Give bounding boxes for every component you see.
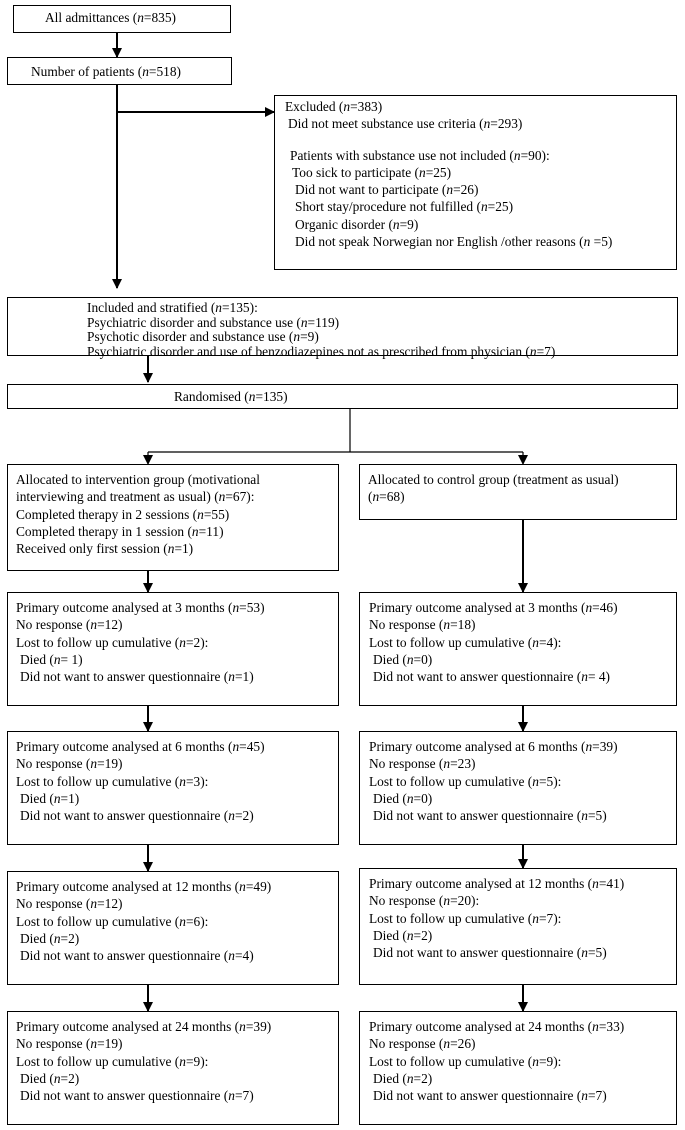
excluded-reason: Organic disorder (n=9) [295, 216, 419, 232]
followup-primary: Primary outcome analysed at 24 months (n… [16, 1019, 272, 1034]
number-of-patients-box: Number of patients (n=518) [7, 57, 232, 85]
intervention-group-box: Allocated to intervention group (motivat… [7, 464, 339, 571]
control-followup-12m: Primary outcome analysed at 12 months (n… [359, 868, 677, 985]
intervention-followup-12m: Primary outcome analysed at 12 months (n… [7, 871, 339, 985]
followup-no-response: No response (n=26) [369, 1036, 476, 1052]
followup-lost: Lost to follow up cumulative (n=7): [369, 910, 562, 926]
followup-lost: Lost to follow up cumulative (n=9): [369, 1053, 562, 1069]
intervention-line1: Allocated to intervention group (motivat… [16, 472, 260, 487]
followup-no-response: No response (n=12) [16, 617, 123, 633]
followup-died: Died (n=0) [373, 790, 433, 806]
followup-no-answer: Did not want to answer questionnaire (n=… [20, 669, 254, 685]
intervention-followup-3m: Primary outcome analysed at 3 months (n=… [7, 592, 339, 706]
control-line1: Allocated to control group (treatment as… [368, 472, 619, 487]
followup-lost: Lost to follow up cumulative (n=4): [369, 634, 562, 650]
control-line2: (n=68) [368, 489, 405, 505]
followup-died: Died (n=2) [20, 930, 80, 946]
control-group-box: Allocated to control group (treatment as… [359, 464, 677, 520]
control-followup-3m: Primary outcome analysed at 3 months (n=… [359, 592, 677, 706]
followup-primary: Primary outcome analysed at 24 months (n… [369, 1019, 625, 1034]
number-of-patients-label: Number of patients (n=518) [31, 64, 181, 79]
followup-died: Died (n=2) [20, 1070, 80, 1086]
followup-no-answer: Did not want to answer questionnaire (n=… [373, 669, 611, 685]
excluded-reason: Did not want to participate (n=26) [295, 182, 479, 198]
followup-no-answer: Did not want to answer questionnaire (n=… [373, 1088, 607, 1104]
randomised-label: Randomised (n=135) [174, 389, 288, 404]
followup-primary: Primary outcome analysed at 12 months (n… [16, 879, 272, 894]
excluded-reason: Did not speak Norwegian nor English /oth… [295, 234, 613, 250]
followup-primary: Primary outcome analysed at 3 months (n=… [369, 600, 618, 615]
followup-primary: Primary outcome analysed at 12 months (n… [369, 876, 625, 891]
excluded-reason: Short stay/procedure not fulfilled (n=25… [295, 199, 514, 215]
excluded-title: Excluded (n=383) [285, 99, 383, 114]
all-admittances-label: All admittances (n=835) [45, 10, 177, 25]
followup-died: Died (n=2) [373, 927, 433, 943]
followup-primary: Primary outcome analysed at 6 months (n=… [369, 739, 618, 754]
included-stratum: Psychiatric disorder and use of benzodia… [87, 343, 556, 359]
control-followup-6m: Primary outcome analysed at 6 months (n=… [359, 731, 677, 845]
randomised-box: Randomised (n=135) [7, 384, 678, 409]
followup-died: Died (n=1) [20, 790, 80, 806]
excluded-reason: Too sick to participate (n=25) [292, 164, 452, 180]
followup-died: Died (n= 1) [20, 651, 83, 667]
followup-no-response: No response (n=18) [369, 617, 476, 633]
followup-no-response: No response (n=19) [16, 756, 123, 772]
followup-no-answer: Did not want to answer questionnaire (n=… [20, 948, 254, 964]
all-admittances-box: All admittances (n=835) [13, 5, 231, 33]
included-box: Included and stratified (n=135): Psychia… [7, 297, 678, 358]
followup-no-answer: Did not want to answer questionnaire (n=… [20, 808, 254, 824]
excluded-not-included: Patients with substance use not included… [290, 147, 550, 163]
followup-died: Died (n=0) [373, 651, 433, 667]
followup-primary: Primary outcome analysed at 3 months (n=… [16, 600, 265, 615]
followup-lost: Lost to follow up cumulative (n=5): [369, 773, 562, 789]
intervention-item: Completed therapy in 2 sessions (n=55) [16, 506, 230, 522]
included-stratum: Psychotic disorder and substance use (n=… [87, 329, 319, 344]
followup-no-answer: Did not want to answer questionnaire (n=… [20, 1088, 254, 1104]
excluded-box: Excluded (n=383) Did not meet substance … [274, 95, 677, 270]
excluded-criteria: Did not meet substance use criteria (n=2… [288, 116, 523, 132]
followup-primary: Primary outcome analysed at 6 months (n=… [16, 739, 265, 754]
control-followup-24m: Primary outcome analysed at 24 months (n… [359, 1011, 677, 1125]
followup-lost: Lost to follow up cumulative (n=9): [16, 1053, 209, 1069]
followup-no-response: No response (n=20): [369, 893, 480, 909]
followup-died: Died (n=2) [373, 1070, 433, 1086]
intervention-item: Completed therapy in 1 session (n=11) [16, 523, 224, 539]
included-stratum: Psychiatric disorder and substance use (… [87, 314, 340, 330]
followup-lost: Lost to follow up cumulative (n=6): [16, 913, 209, 929]
intervention-item: Received only first session (n=1) [16, 541, 194, 557]
followup-no-response: No response (n=12) [16, 896, 123, 912]
intervention-line2: interviewing and treatment as usual) (n=… [16, 489, 255, 505]
intervention-followup-24m: Primary outcome analysed at 24 months (n… [7, 1011, 339, 1125]
followup-no-answer: Did not want to answer questionnaire (n=… [373, 808, 607, 824]
followup-no-response: No response (n=19) [16, 1036, 123, 1052]
followup-no-answer: Did not want to answer questionnaire (n=… [373, 945, 607, 961]
intervention-followup-6m: Primary outcome analysed at 6 months (n=… [7, 731, 339, 845]
followup-lost: Lost to follow up cumulative (n=2): [16, 634, 209, 650]
followup-lost: Lost to follow up cumulative (n=3): [16, 773, 209, 789]
included-title: Included and stratified (n=135): [87, 300, 258, 315]
followup-no-response: No response (n=23) [369, 756, 476, 772]
